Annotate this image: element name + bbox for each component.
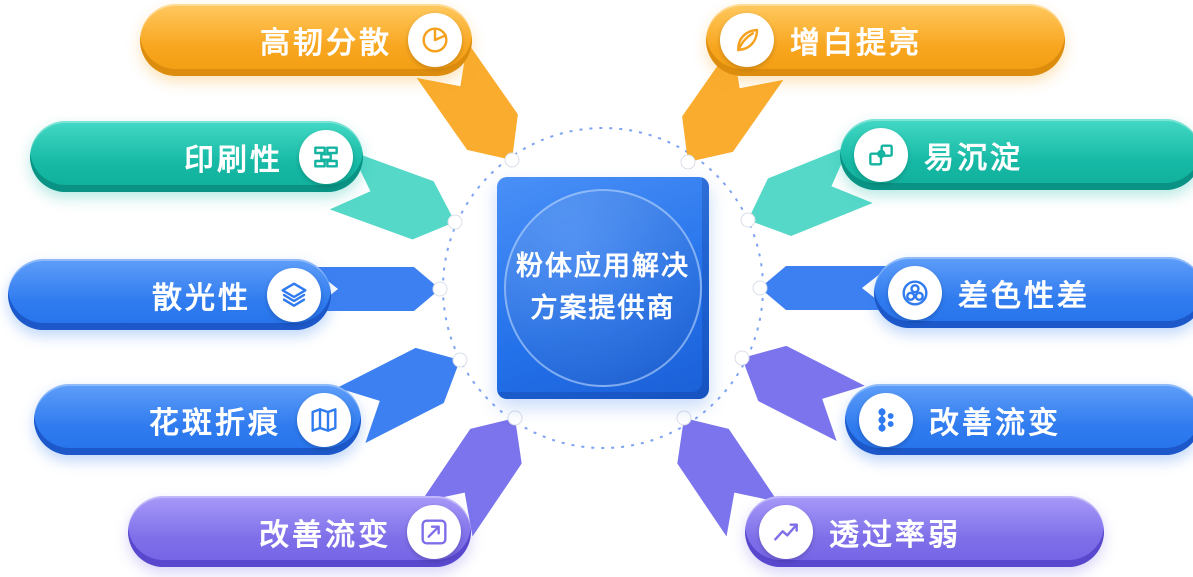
- item-pill-sanguangxing: 散光性: [8, 259, 331, 330]
- item-pill-gaishan-liubian-left: 改善流变: [128, 496, 471, 567]
- line-chart-icon-svg: [774, 522, 798, 541]
- timeline-dots-icon-svg: [878, 407, 894, 432]
- print-blocks-icon-svg: [314, 145, 338, 168]
- map-icon-svg: [311, 407, 337, 432]
- item-label: 改善流变: [259, 518, 391, 552]
- item-label: 散光性: [152, 281, 251, 315]
- print-blocks-icon: [299, 129, 353, 184]
- layers-icon-svg: [281, 281, 307, 307]
- arrow-bottom-right: [677, 418, 778, 537]
- arrow-bottom-left: [421, 418, 522, 537]
- arrow-upper-right: [748, 145, 873, 237]
- leaf-icon-svg: [737, 28, 759, 52]
- arrow-top-right: [682, 44, 784, 162]
- pie-chart-icon: [408, 13, 462, 67]
- arrow-mid-right: [760, 266, 890, 310]
- center-box: 粉体应用解决 方案提供商: [497, 177, 709, 399]
- center-title-line2: 方案提供商: [530, 293, 676, 323]
- pie-chart-icon-svg: [422, 27, 448, 53]
- item-label: 易沉淀: [924, 141, 1023, 175]
- item-pill-gaoren-fensan: 高韧分散: [140, 4, 472, 76]
- item-pill-yinshuaxing: 印刷性: [30, 121, 363, 192]
- trend-arrow-icon-svg: [421, 518, 447, 545]
- item-label: 印刷性: [184, 143, 283, 177]
- color-circles-icon-svg: [902, 279, 928, 306]
- center-title-line1: 粉体应用解决: [516, 251, 690, 282]
- center-circle: 粉体应用解决 方案提供商: [504, 189, 702, 387]
- color-circles-icon: [888, 265, 942, 320]
- layers-icon: [267, 267, 321, 322]
- item-pill-touguolv-ruo: 透过率弱: [745, 496, 1104, 567]
- line-chart-icon: [759, 504, 813, 559]
- item-label: 透过率弱: [829, 518, 961, 552]
- arrow-upper-left: [329, 151, 455, 240]
- item-label: 高韧分散: [260, 27, 392, 60]
- item-pill-chasexing-cha: 差色性差: [874, 257, 1193, 328]
- leaf-icon: [720, 13, 774, 67]
- puzzle-icon-svg: [869, 143, 893, 166]
- item-label: 增白提亮: [790, 27, 922, 60]
- item-pill-yichendian: 易沉淀: [840, 119, 1193, 190]
- arrow-top-left: [416, 42, 518, 160]
- item-label: 差色性差: [958, 279, 1090, 313]
- timeline-dots-icon: [859, 392, 913, 447]
- trend-arrow-icon: [407, 504, 461, 559]
- center-title: 粉体应用解决 方案提供商: [516, 246, 690, 330]
- puzzle-icon: [854, 127, 908, 182]
- item-pill-zengbai-tiliang: 增白提亮: [706, 4, 1065, 76]
- item-pill-gaishan-liubian-right: 改善流变: [845, 384, 1193, 455]
- connector-dots: [432, 152, 768, 426]
- item-pill-huaban-zhehen: 花斑折痕: [34, 384, 361, 455]
- map-icon: [297, 392, 351, 447]
- arrow-lower-left: [337, 347, 460, 444]
- item-label: 花斑折痕: [149, 406, 281, 440]
- item-label: 改善流变: [929, 406, 1061, 440]
- arrow-mid-left: [310, 267, 440, 311]
- arrow-lower-right: [742, 345, 865, 442]
